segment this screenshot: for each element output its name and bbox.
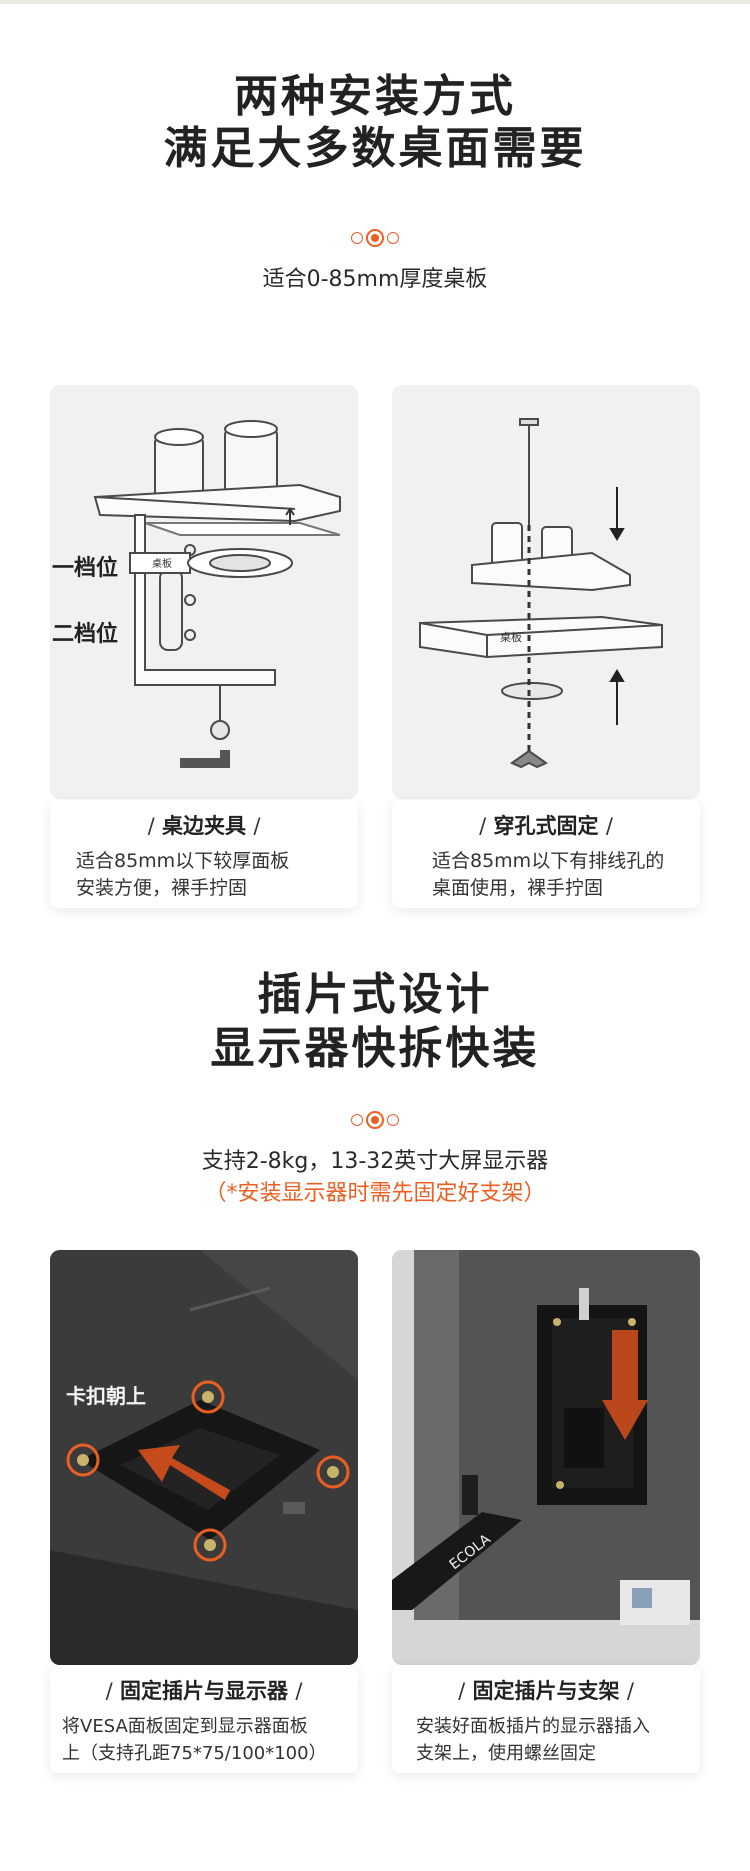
section2-title-line2: 显示器快拆快装 [210, 1023, 540, 1074]
top-divider [0, 0, 750, 4]
clip-up-label: 卡扣朝上 [66, 1384, 146, 1408]
section1-subtitle: 适合0-85mm厚度桌板 [262, 267, 488, 292]
dot-center-icon [366, 229, 384, 247]
dot-center-icon [366, 1111, 384, 1129]
through-hole-image: 桌板 [392, 385, 700, 799]
plate-arm-card: / 固定插片与支架 / 安装好面板插片的显示器插入 支架上，使用螺丝固定 [392, 1665, 700, 1773]
plate-monitor-card: / 固定插片与显示器 / 将VESA面板固定到显示器面板 上（支持孔距75*75… [50, 1665, 358, 1773]
board-label-hole: 桌板 [500, 630, 522, 644]
arm-mount-photo: ECOLA [392, 1250, 700, 1665]
vesa-plate-image [50, 1250, 358, 1665]
desk-clamp-card: / 桌边夹具 / 适合85mm以下较厚面板 安装方便，裸手拧固 [50, 800, 358, 908]
desk-clamp-illustration: 桌板 [93, 420, 341, 768]
gear1-label: 一档位 [52, 556, 119, 581]
section2-subtitle: 支持2-8kg，13-32英寸大屏显示器 [201, 1149, 549, 1174]
plate-monitor-heading: / 固定插片与显示器 / [105, 1679, 303, 1703]
arm-mount-image: ECOLA [392, 1250, 700, 1665]
section1-dots-decoration [0, 228, 750, 248]
section1-title-line2: 满足大多数桌面需要 [163, 123, 587, 174]
desk-clamp-image: 桌板 [50, 385, 358, 799]
section2-dots-decoration [0, 1110, 750, 1130]
through-hole-desc: 适合85mm以下有排线孔的 桌面使用，裸手拧固 [432, 850, 665, 899]
section2-title-line1: 插片式设计 [257, 969, 493, 1020]
section1-title-line1: 两种安装方式 [234, 71, 516, 122]
vesa-plate-photo [50, 1250, 358, 1665]
through-hole-heading: / 穿孔式固定 / [479, 814, 613, 838]
plate-monitor-desc: 将VESA面板固定到显示器面板 上（支持孔距75*75/100*100） [62, 1716, 327, 1764]
gear2-label: 二档位 [52, 622, 119, 647]
section2-note: （*安装显示器时需先固定好支架） [204, 1181, 546, 1206]
dot-right-icon [387, 1114, 399, 1126]
dot-left-icon [351, 232, 363, 244]
through-hole-card: / 穿孔式固定 / 适合85mm以下有排线孔的 桌面使用，裸手拧固 [392, 800, 700, 908]
board-label-clamp: 桌板 [152, 557, 172, 570]
desk-clamp-heading: / 桌边夹具 / [147, 814, 261, 838]
dot-left-icon [351, 1114, 363, 1126]
plate-arm-heading: / 固定插片与支架 / [458, 1679, 634, 1703]
dot-right-icon [387, 232, 399, 244]
plate-arm-desc: 安装好面板插片的显示器插入 支架上，使用螺丝固定 [416, 1716, 650, 1764]
through-hole-illustration: 桌板 [419, 418, 663, 769]
desk-clamp-desc: 适合85mm以下较厚面板 安装方便，裸手拧固 [76, 850, 290, 899]
